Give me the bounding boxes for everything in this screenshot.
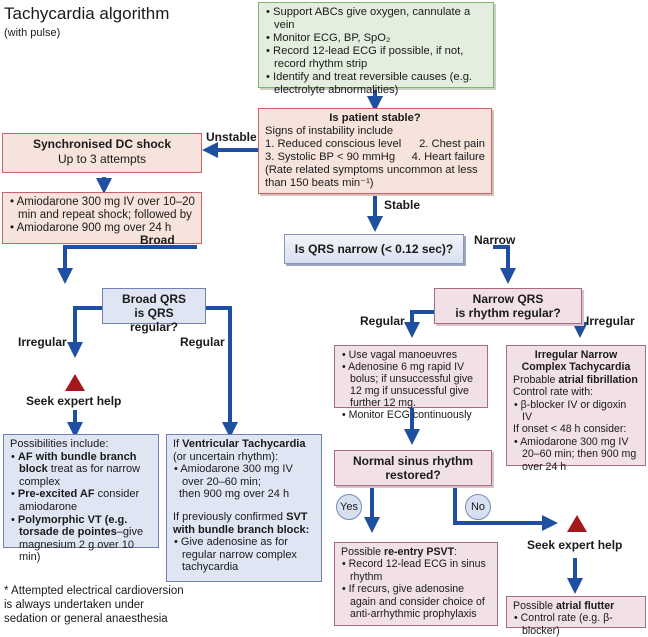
arrow-no: [453, 486, 558, 531]
dc-shock-box: Synchronised DC shock Up to 3 attempts: [2, 133, 202, 173]
sign-3: 3. Systolic BP < 90 mmHg: [265, 151, 396, 163]
sign-1: 1. Reduced conscious level: [265, 138, 402, 150]
arrow-narrow: [493, 245, 516, 284]
onset-note: If onset < 48 h consider:: [513, 423, 627, 436]
psvt-heading: Possible re-entry PSVT:: [341, 546, 458, 558]
irregular-narrow-title: Irregular Narrow Complex Tachycardia: [521, 349, 631, 374]
arrow-broad: [57, 245, 197, 284]
yes-badge: Yes: [336, 494, 362, 520]
psvt-box: Possible re-entry PSVT: Record 12-lead E…: [334, 542, 498, 626]
vt-heading: If Ventricular Tachycardia: [173, 438, 306, 450]
dc-shock-title: Synchronised DC shock: [32, 137, 172, 151]
label-regular-narrow: Regular: [360, 314, 405, 328]
arrow-broad-irregular: [67, 306, 102, 358]
label-irregular-broad: Irregular: [18, 335, 67, 349]
stability-intro: Signs of instability include: [265, 125, 394, 137]
sign-2: 2. Chest pain: [419, 138, 485, 150]
psvt-item: Record 12-lead ECG in sinus rhythm: [341, 558, 491, 583]
label-stable: Stable: [384, 198, 421, 212]
probable-af: Probable atrial fibrillation: [513, 373, 638, 386]
warning-triangle-icon: [65, 374, 85, 391]
seek-help-narrow: Seek expert help: [527, 538, 623, 552]
onset-amio-item: Amiodarone 300 mg IV 20–60 min; then 900…: [513, 436, 639, 473]
narrow-regular-box: Use vagal manoeuvres Adenosine 6 mg rapi…: [334, 345, 488, 421]
possibility-item: Pre-excited AF consider amiodarone: [10, 488, 152, 513]
label-narrow: Narrow: [474, 233, 516, 247]
initial-item: Monitor ECG, BP, SpO₂: [265, 32, 487, 45]
vt-then: then 900 mg over 24 h: [179, 488, 290, 501]
possibility-item: Polymorphic VT (e.g. torsade de pointes–…: [10, 514, 152, 564]
flutter-item: Control rate (e.g. β-blocker): [513, 612, 639, 637]
possibilities-intro: Possibilities include:: [10, 438, 109, 450]
label-unstable: Unstable: [206, 130, 257, 144]
stability-question-title: Is patient stable?: [329, 112, 421, 124]
qrs-narrow-question: Is QRS narrow (< 0.12 sec)?: [284, 234, 464, 264]
narrow-regular-item: Adenosine 6 mg rapid IV bolus; if unsucc…: [341, 361, 481, 409]
svt-item: Give adenosine as for regular narrow com…: [173, 536, 315, 574]
footnote: * Attempted electrical cardioversion is …: [4, 585, 184, 625]
possibility-item: AF with bundle branch block treat as for…: [10, 451, 152, 489]
amiodarone-box: Amiodarone 300 mg IV over 10–20 min and …: [2, 192, 202, 244]
initial-assessment-box: Support ABCs give oxygen, cannulate a ve…: [258, 2, 494, 96]
narrow-qrs-box: Narrow QRS is rhythm regular?: [434, 288, 582, 324]
vt-amio-item: Amiodarone 300 mg IV over 20–60 min;: [173, 463, 315, 488]
vt-uncertain: (or uncertain rhythm):: [173, 450, 279, 463]
broad-irregular-box: Possibilities include: AF with bundle br…: [3, 434, 159, 563]
page-title: Tachycardia algorithm: [4, 4, 170, 23]
seek-help-broad: Seek expert help: [26, 394, 122, 408]
initial-item: Record 12-lead ECG if possible, if not, …: [265, 45, 487, 71]
broad-qrs-box: Broad QRS is QRS regular?: [102, 288, 206, 334]
narrow-regular-item: Use vagal manoeuvres: [341, 349, 481, 361]
svt-heading: If previously confirmed SVT with bundle …: [173, 510, 310, 536]
narrow-qrs-line1: Narrow QRS: [472, 292, 544, 306]
narrow-qrs-line2: is rhythm regular?: [455, 306, 561, 320]
amio-item: Amiodarone 300 mg IV over 10–20 min and …: [9, 196, 195, 222]
sign-4: 4. Heart failure: [411, 151, 485, 163]
narrow-regular-item: Monitor ECG continuously: [341, 409, 481, 421]
page-subtitle: (with pulse): [4, 27, 61, 39]
stability-note: (Rate related symptoms uncommon at less …: [265, 164, 478, 189]
label-broad: Broad: [140, 233, 175, 247]
arrow-narrow-regular: [404, 310, 437, 338]
broad-regular-box: If Ventricular Tachycardia (or uncertain…: [166, 434, 322, 582]
flutter-box: Possible atrial flutter Control rate (e.…: [506, 596, 646, 637]
narrow-irregular-box: Irregular Narrow Complex Tachycardia Pro…: [506, 345, 646, 473]
rate-control-item: β-blocker IV or digoxin IV: [513, 399, 639, 424]
broad-qrs-line2: is QRS regular?: [129, 306, 178, 334]
flutter-heading: Possible atrial flutter: [513, 600, 615, 612]
initial-item: Identify and treat reversible causes (e.…: [265, 71, 487, 97]
psvt-item: If recurs, give adenosine again and cons…: [341, 583, 491, 620]
label-regular-broad: Regular: [180, 335, 225, 349]
arrow-broad-regular: [206, 306, 238, 438]
stability-question-box: Is patient stable? Signs of instability …: [258, 108, 492, 194]
amio-item: Amiodarone 900 mg over 24 h: [9, 222, 195, 235]
dc-shock-sub: Up to 3 attempts: [57, 152, 147, 166]
control-rate: Control rate with:: [513, 386, 594, 399]
warning-triangle-icon: [567, 515, 587, 532]
broad-qrs-line1: Broad QRS: [121, 292, 186, 306]
no-badge: No: [465, 494, 491, 520]
nsr-question-box: Normal sinus rhythm restored?: [334, 450, 492, 486]
initial-item: Support ABCs give oxygen, cannulate a ve…: [265, 6, 487, 32]
label-irregular-narrow: Irregular: [586, 314, 635, 328]
